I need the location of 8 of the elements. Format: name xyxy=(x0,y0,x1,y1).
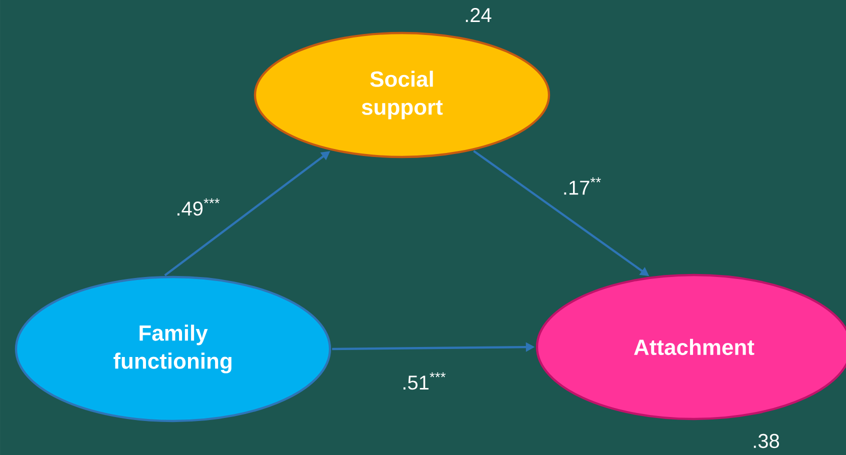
coefficient: .38 xyxy=(754,434,780,448)
ellipse-node: Family functioning xyxy=(14,276,332,422)
ellipse-node: Attachment xyxy=(536,274,846,420)
path-coefficient: .49$^{***}$ xyxy=(178,198,220,216)
path-coefficient: .17$^{**}$ xyxy=(564,177,601,195)
path-coefficient: .51$^{***}$ xyxy=(404,372,446,390)
coefficient: .24 xyxy=(466,8,492,22)
ellipse-node: Social support xyxy=(254,32,550,158)
